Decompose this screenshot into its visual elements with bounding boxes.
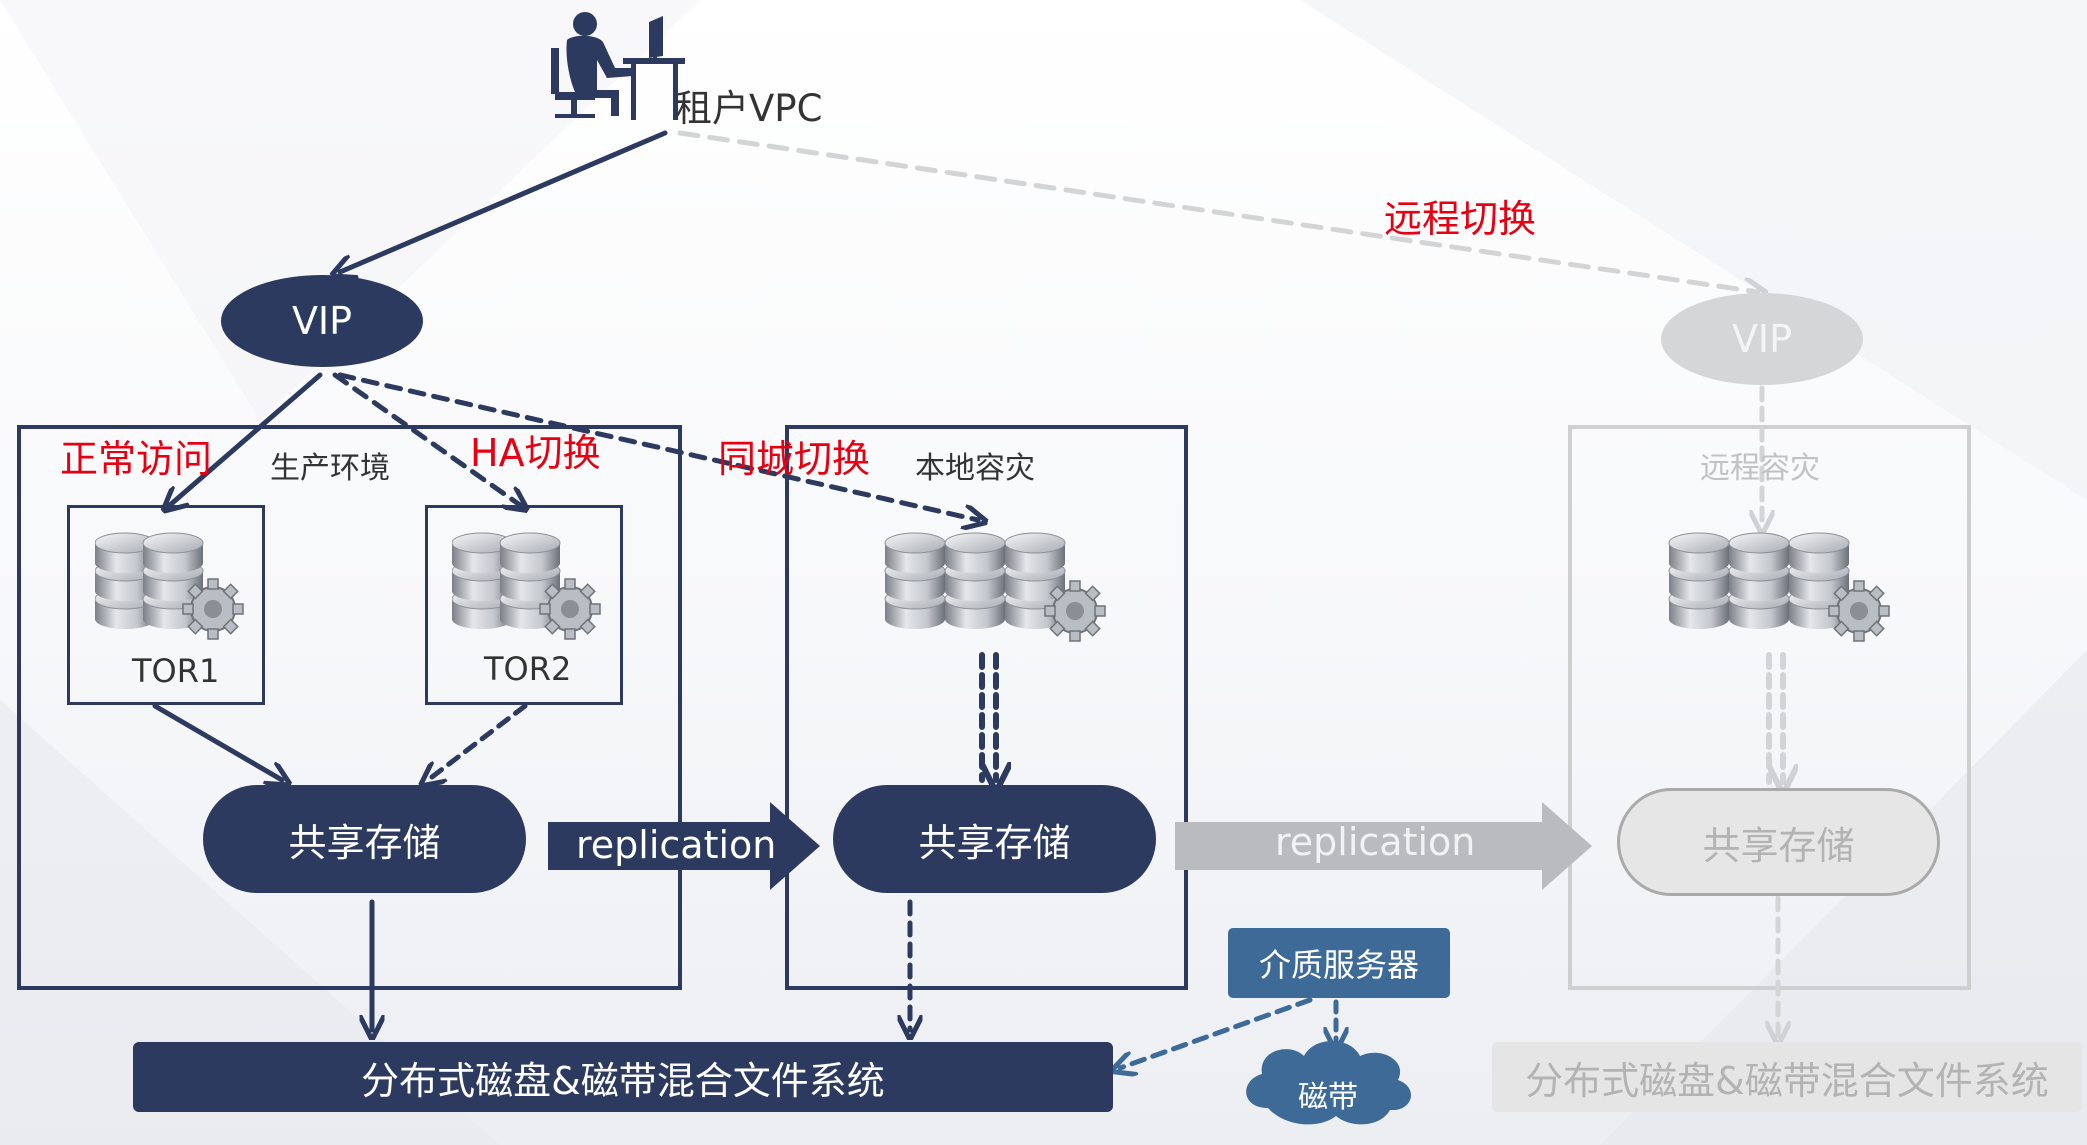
filesystem-bar[interactable]: 分布式磁盘&磁带混合文件系统 — [133, 1042, 1113, 1112]
local-dr-shared-storage[interactable]: 共享存储 — [833, 785, 1156, 893]
tape-cloud — [1246, 1041, 1412, 1125]
local-dr-box — [785, 425, 1188, 990]
ha-switch-arrow — [332, 372, 520, 505]
local-dr-storage-label: 共享存储 — [918, 820, 1071, 865]
normal-access-label: 正常访问 — [60, 437, 213, 481]
tenant-label: 租户VPC — [675, 87, 823, 130]
tape-label: 磁带 — [1298, 1080, 1358, 1115]
tor1-database-icon — [95, 525, 244, 640]
production-title: 生产环境 — [270, 451, 390, 486]
replication-label-1: replication — [576, 823, 777, 867]
production-storage-label: 共享存储 — [288, 820, 441, 865]
filesystem-remote-label: 分布式磁盘&磁带混合文件系统 — [1525, 1058, 2049, 1103]
production-environment-box — [17, 425, 682, 990]
ha-switch-label: HA切换 — [470, 431, 601, 475]
remote-dr-database-icon — [1664, 525, 1890, 642]
filesystem-label: 分布式磁盘&磁带混合文件系统 — [361, 1058, 885, 1103]
tor1-to-storage-arrow — [152, 703, 282, 780]
vip-primary-label: VIP — [291, 299, 353, 343]
replication-arrow-2 — [1175, 802, 1592, 890]
tor2-label: TOR2 — [484, 650, 572, 688]
same-city-switch-label: 同城切换 — [718, 437, 871, 481]
replication-arrow-1 — [548, 802, 820, 890]
vip-primary[interactable]: VIP — [221, 275, 423, 367]
vip-remote-label: VIP — [1731, 317, 1793, 361]
remote-switch-arrow — [677, 130, 1758, 292]
local-dr-database-icon — [880, 525, 1106, 642]
person-at-computer-icon — [551, 12, 685, 120]
remote-dr-shared-storage[interactable]: 共享存储 — [1617, 788, 1940, 896]
media-server-label: 介质服务器 — [1258, 946, 1419, 984]
tor2-to-storage-arrow — [428, 703, 528, 780]
remote-dr-box — [1568, 425, 1971, 990]
replication-label-2: replication — [1275, 820, 1476, 864]
remote-dr-storage-label: 共享存储 — [1702, 823, 1855, 868]
production-shared-storage[interactable]: 共享存储 — [203, 785, 526, 893]
tor1-label: TOR1 — [132, 652, 220, 690]
media-server-to-filesystem-arrow — [1120, 997, 1313, 1068]
vip-remote[interactable]: VIP — [1661, 293, 1863, 385]
filesystem-remote-bar[interactable]: 分布式磁盘&磁带混合文件系统 — [1492, 1042, 2082, 1112]
tor2-database-icon — [452, 525, 601, 640]
tenant-to-vip-arrow — [340, 130, 668, 272]
remote-dr-title: 远程容灾 — [1700, 451, 1820, 486]
local-dr-title: 本地容灾 — [915, 451, 1035, 486]
media-server-box[interactable]: 介质服务器 — [1228, 928, 1450, 998]
same-city-switch-arrow — [337, 372, 978, 520]
remote-switch-label: 远程切换 — [1384, 197, 1537, 241]
normal-access-arrow — [170, 372, 323, 505]
